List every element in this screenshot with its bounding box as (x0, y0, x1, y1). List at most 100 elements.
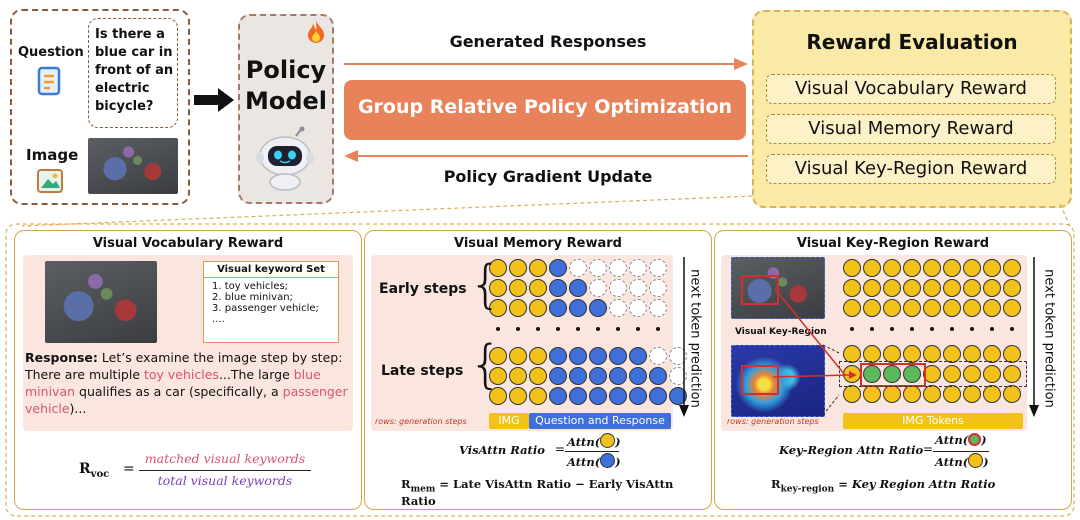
token-circle (843, 345, 861, 363)
ellipsis-dot (990, 327, 994, 331)
token-circle (669, 347, 687, 365)
ellipsis-dot (536, 327, 540, 331)
axis-arrow (1029, 257, 1039, 421)
token-circle (489, 387, 507, 405)
response-part: ...The large (218, 367, 294, 382)
token-circle (903, 259, 921, 277)
vocab-formula-den: total visual keywords (157, 473, 293, 488)
token-circle (923, 259, 941, 277)
token-circle (1003, 365, 1021, 383)
token-circle (923, 385, 941, 403)
token-circle (669, 387, 687, 405)
reward-item-keyregion: Visual Key-Region Reward (766, 154, 1056, 184)
keyword-item: 3. passenger vehicle; (212, 303, 319, 314)
token-circle (609, 259, 627, 277)
token-circle (649, 367, 667, 385)
equals-sign: = (923, 442, 934, 456)
token-circle (589, 279, 607, 297)
question-bubble (88, 18, 178, 128)
token-circle (1003, 299, 1021, 317)
key-region-label: Visual Key-Region (735, 327, 827, 337)
token-circle (983, 259, 1001, 277)
keyregion-token-grid (715, 231, 1071, 509)
token-circle (963, 365, 981, 383)
token-circle (629, 347, 647, 365)
token-circle (629, 299, 647, 317)
token-circle (529, 347, 547, 365)
vocab-panel-title: Visual Vocabulary Reward (92, 236, 284, 251)
token-circle (883, 279, 901, 297)
token-circle (943, 385, 961, 403)
token-circle (983, 279, 1001, 297)
ellipsis-dot (950, 327, 954, 331)
token-circle (649, 259, 667, 277)
token-circle (489, 347, 507, 365)
token-circle (863, 365, 881, 383)
token-circle (1003, 259, 1021, 277)
token-circle (649, 347, 667, 365)
token-circle (509, 299, 527, 317)
token-circle (863, 299, 881, 317)
token-circle (529, 299, 547, 317)
ellipsis-dot (576, 327, 580, 331)
token-circle (883, 365, 901, 383)
policy-model-box (238, 14, 334, 204)
memory-token-grid (365, 231, 711, 509)
token-circle (569, 259, 587, 277)
ratio-label: Key-Region Attn Ratio (779, 443, 924, 457)
token-circle (943, 279, 961, 297)
vocab-image (45, 261, 157, 343)
arrow-right-icon (194, 88, 234, 116)
token-circle (903, 279, 921, 297)
token-circle (963, 345, 981, 363)
token-circle (589, 299, 607, 317)
token-circle (589, 367, 607, 385)
rows-note: rows: generation steps (727, 417, 819, 426)
token-circle (1003, 279, 1021, 297)
token-circle (609, 279, 627, 297)
token-circle (489, 279, 507, 297)
image-label: Image (26, 146, 79, 164)
token-circle (529, 387, 547, 405)
policy-title-2: Model (244, 87, 328, 115)
ellipsis-dot (656, 327, 660, 331)
generated-responses-label: Generated Responses (449, 32, 647, 51)
question-response-segment: Question and Response (529, 413, 671, 429)
reward-evaluation-box: Reward Evaluation Visual Vocabulary Rewa… (752, 10, 1072, 208)
ellipsis-dot (496, 327, 500, 331)
ellipsis-dot (636, 327, 640, 331)
token-circle (943, 259, 961, 277)
token-circle (863, 345, 881, 363)
token-circle (509, 279, 527, 297)
ellipsis-dot (556, 327, 560, 331)
response-label: Response: (25, 350, 98, 365)
token-circle (843, 385, 861, 403)
token-circle (629, 279, 647, 297)
token-circle (923, 299, 941, 317)
token-circle (489, 259, 507, 277)
token-circle (609, 347, 627, 365)
token-circle (549, 347, 567, 365)
token-circle (549, 367, 567, 385)
token-circle (903, 345, 921, 363)
keyword-item: 2. blue minivan; (212, 292, 293, 303)
token-circle (943, 345, 961, 363)
response-text: Response: Let’s examine the image step b… (25, 349, 351, 417)
key-region-token-icon (968, 433, 982, 446)
token-circle (549, 387, 567, 405)
token-circle (983, 385, 1001, 403)
token-circle (509, 347, 527, 365)
gradient-update-label: Policy Gradient Update (443, 167, 653, 186)
token-circle (649, 387, 667, 405)
token-circle (509, 259, 527, 277)
token-circle (963, 385, 981, 403)
token-circle (569, 279, 587, 297)
token-circle (883, 345, 901, 363)
token-circle (529, 367, 547, 385)
img-tokens-segment: IMG Tokens (843, 413, 1023, 429)
token-circle (629, 367, 647, 385)
reward-item-vocab: Visual Vocabulary Reward (766, 74, 1056, 104)
rows-note: rows: generation steps (375, 417, 467, 426)
question-label: Question (18, 45, 84, 60)
